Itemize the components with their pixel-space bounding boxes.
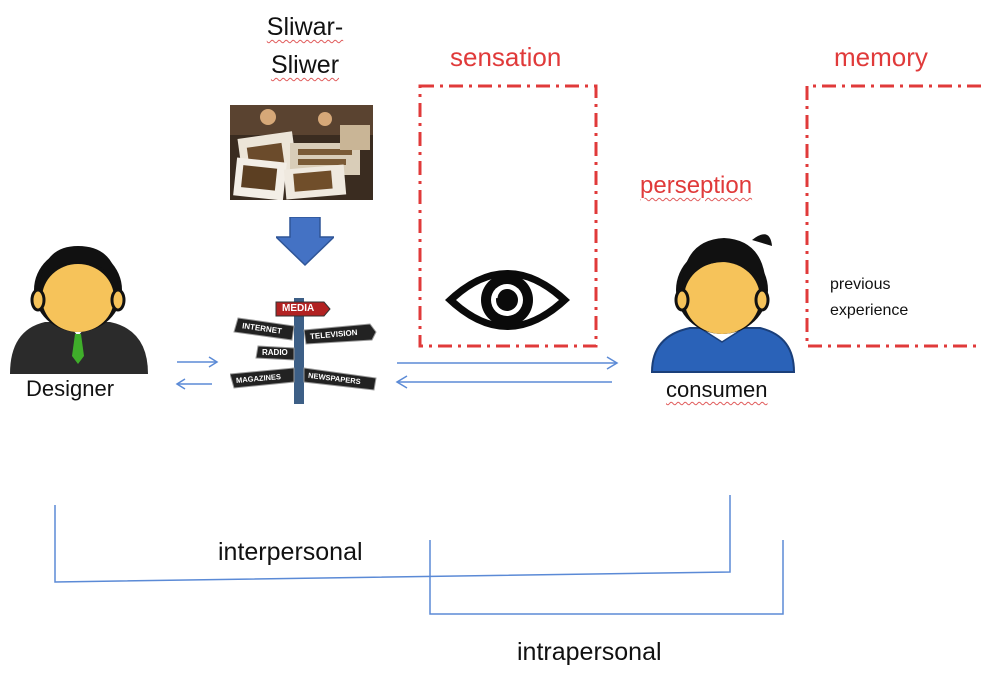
intrapersonal-bracket	[429, 540, 784, 615]
intrapersonal-label: intrapersonal	[517, 638, 662, 666]
designer-label: Designer	[26, 376, 115, 401]
memory-note-line1: previous	[830, 276, 891, 293]
businessman-avatar-icon	[10, 246, 148, 374]
source-label-line2: Sliwer	[270, 51, 340, 79]
consumer-label: consumen	[666, 377, 768, 402]
sensation-label: sensation	[450, 42, 562, 72]
eye-icon	[445, 270, 570, 330]
designer-media-arrows	[175, 356, 219, 390]
sensation-box	[418, 84, 598, 348]
memory-note: previous experience	[830, 272, 908, 324]
memory-box	[805, 84, 981, 348]
down-arrow-icon	[274, 216, 336, 272]
media-consumer-arrows	[395, 356, 619, 389]
person-avatar-icon	[650, 234, 796, 373]
source-label: Sliwar- Sliwer	[235, 8, 375, 84]
memory-note-line2: experience	[830, 302, 909, 319]
media-signpost-icon	[229, 292, 380, 409]
photo-collage-image	[230, 105, 373, 201]
interpersonal-bracket	[54, 495, 731, 583]
media-sign-media: MEDIA	[282, 303, 315, 314]
interpersonal-label: interpersonal	[218, 538, 363, 566]
perception-label: perseption	[640, 172, 753, 199]
media-sign-radio: RADIO	[262, 348, 288, 357]
source-label-line1: Sliwar-	[266, 13, 344, 41]
memory-label: memory	[834, 42, 928, 72]
